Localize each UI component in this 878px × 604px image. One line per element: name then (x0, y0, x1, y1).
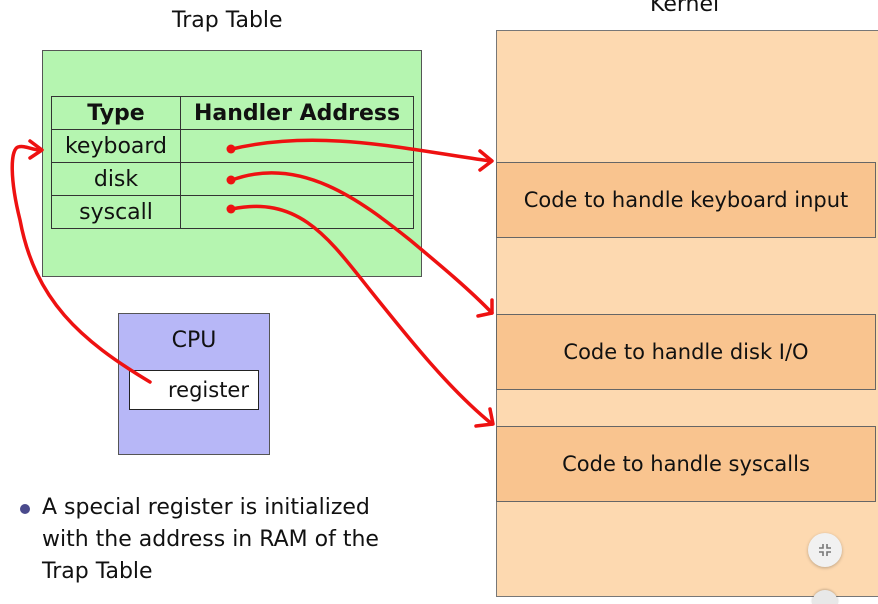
disk-pointer-dot (226, 175, 236, 185)
disk-handler-block: Code to handle disk I/O (496, 314, 876, 390)
syscall-pointer-arrow (230, 204, 494, 426)
handler-address-cell (180, 162, 414, 196)
keyboard-arrowhead (478, 149, 494, 172)
register-pointer-arrow (10, 144, 152, 384)
register-arrowhead (28, 139, 44, 160)
trap-table-title: Trap Table (172, 8, 283, 33)
collapse-icon[interactable] (808, 533, 842, 567)
trap-type-cell: syscall (51, 195, 181, 229)
syscall-pointer-dot (226, 204, 236, 214)
syscall-arrowhead (474, 407, 495, 428)
cpu-box: CPU register (118, 313, 270, 455)
keyboard-pointer-dot (226, 144, 236, 154)
keyboard-handler-block: Code to handle keyboard input (496, 162, 876, 238)
kernel-memory (496, 30, 878, 597)
handler-address-header: Handler Address (180, 96, 414, 130)
table-row: disk (51, 162, 414, 196)
register-label: register (168, 378, 249, 402)
cpu-label: CPU (171, 328, 217, 353)
keyboard-pointer-arrow (230, 138, 492, 163)
trap-type-cell: disk (51, 162, 181, 196)
kernel-title: Kernel (650, 0, 720, 17)
type-header: Type (51, 96, 181, 130)
trap-table: Type Handler Address keyboard disk sysca… (51, 96, 414, 229)
trap-table-header-row: Type Handler Address (51, 96, 414, 130)
register-box: register (129, 370, 259, 410)
bullet-text: A special register is initialized with t… (42, 495, 379, 584)
collapse-icon-glyph (819, 544, 831, 556)
syscall-handler-block: Code to handle syscalls (496, 426, 876, 502)
bullet-icon (20, 504, 30, 514)
disk-pointer-arrow (230, 171, 494, 315)
disk-arrowhead (476, 298, 494, 318)
